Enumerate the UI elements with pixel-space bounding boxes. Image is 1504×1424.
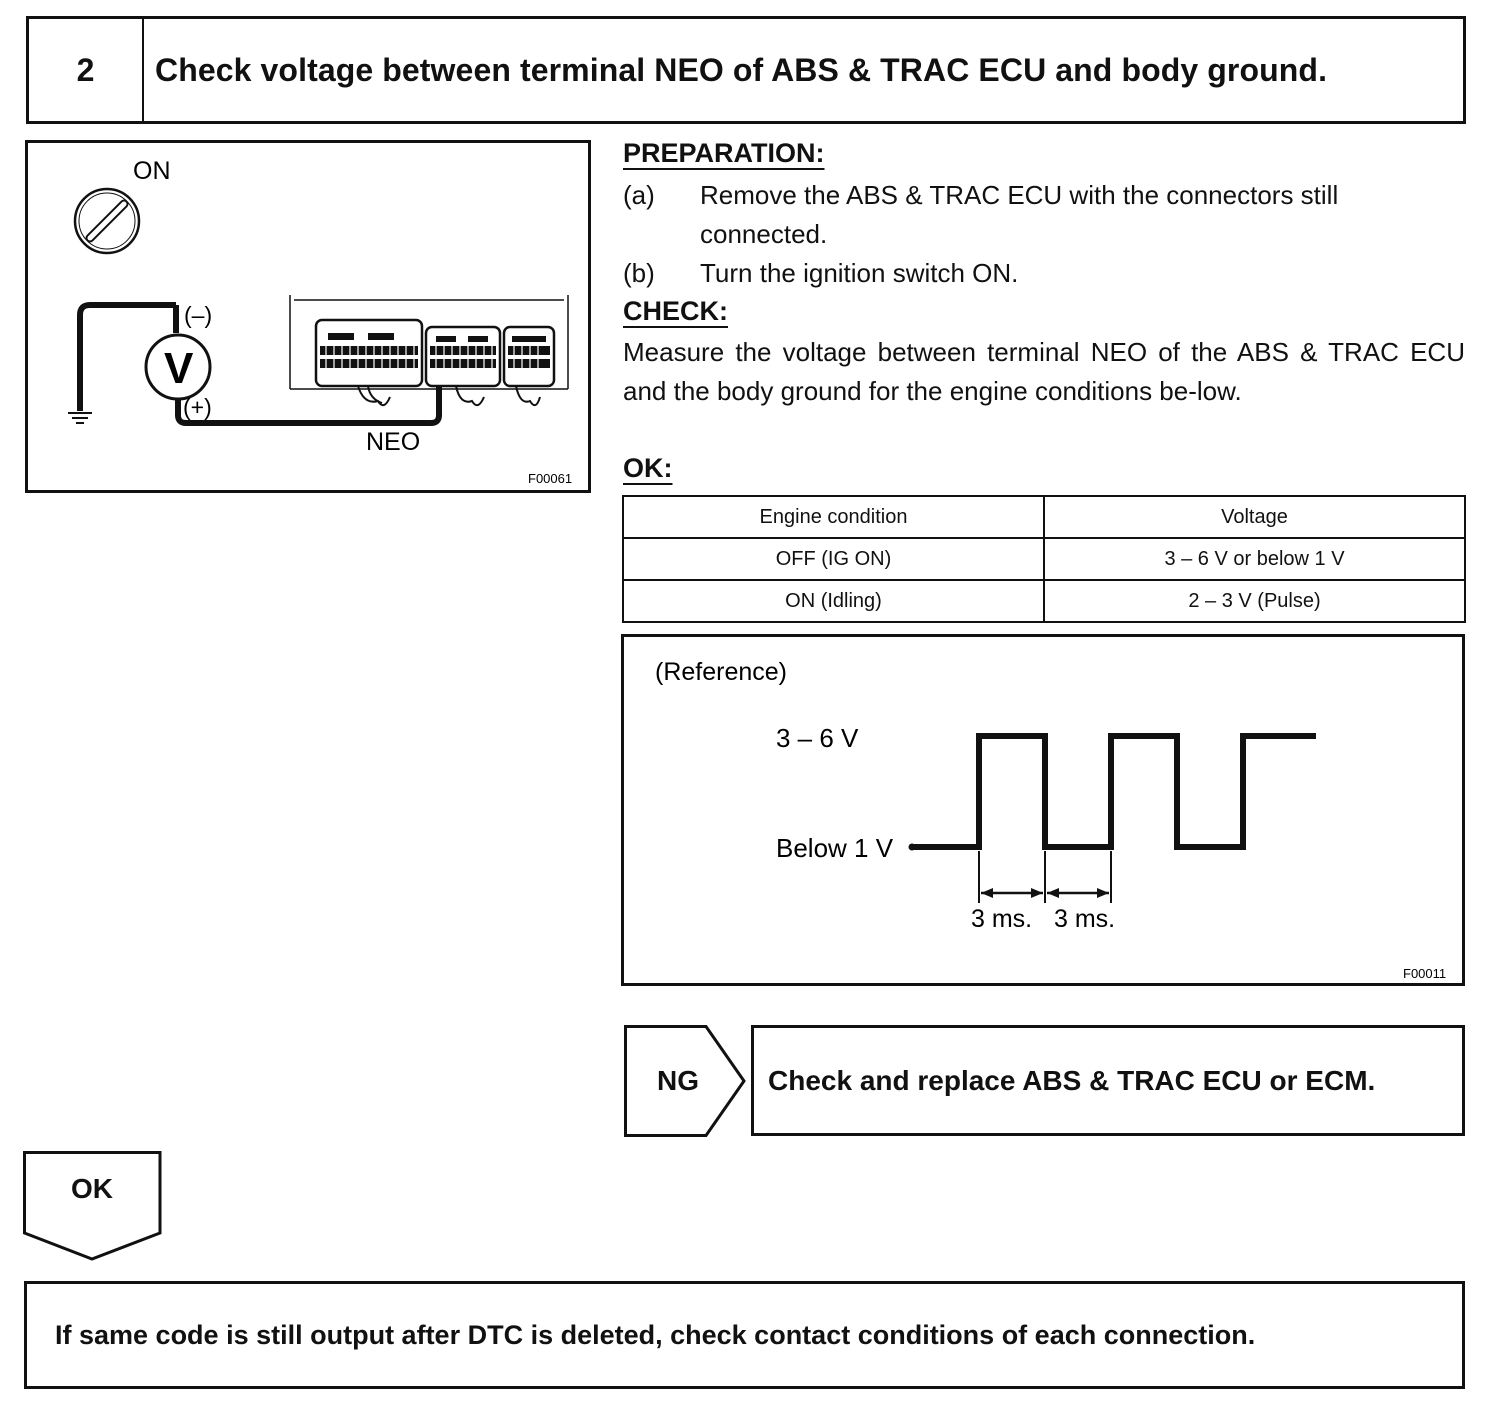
table-cell: 3 – 6 V or below 1 V (1043, 537, 1466, 581)
pulse-waveform (912, 733, 1316, 850)
reference-figure-code: F00011 (1403, 966, 1446, 981)
reference-title: (Reference) (655, 658, 787, 686)
check-text: Measure the voltage between terminal NEO… (623, 337, 1465, 406)
voltmeter-icon: V (144, 333, 212, 401)
table-row: ON (Idling) 2 – 3 V (Pulse) (622, 579, 1466, 623)
wiring-figure-code: F00061 (528, 471, 572, 486)
period-arrowheads (981, 888, 1109, 898)
table-header: Engine condition (622, 495, 1045, 539)
connector-icon (289, 295, 569, 407)
meter-symbol: V (164, 344, 194, 393)
step-title: Check voltage between terminal NEO of AB… (155, 51, 1328, 88)
ok-heading: OK: (623, 453, 673, 483)
ng-result-box: Check and replace ABS & TRAC ECU or ECM. (751, 1025, 1465, 1136)
period-label-2: 3 ms. (1054, 905, 1115, 933)
step-number: 2 (29, 19, 144, 121)
table-header: Voltage (1043, 495, 1466, 539)
table-row: OFF (IG ON) 3 – 6 V or below 1 V (622, 537, 1466, 581)
period-markers (978, 851, 1112, 903)
step-header: 2 Check voltage between terminal NEO of … (26, 16, 1466, 124)
preparation-steps: (a) Remove the ABS & TRAC ECU with the c… (623, 176, 1465, 293)
reference-figure: (Reference) 3 – 6 V Below 1 V 3 ms. 3 ms… (621, 634, 1465, 986)
preparation-heading: PREPARATION: (623, 138, 825, 168)
final-result-box: If same code is still output after DTC i… (24, 1281, 1465, 1389)
ng-arrow-shape (624, 1025, 746, 1137)
terminal-label: NEO (366, 428, 420, 456)
wiring-figure: ON V (–) (+) (25, 140, 591, 493)
ok-tag: OK (23, 1151, 163, 1263)
waveform-diagram: (Reference) 3 – 6 V Below 1 V 3 ms. 3 ms… (655, 658, 1446, 981)
minus-label: (–) (184, 302, 212, 328)
ground-icon (68, 412, 92, 424)
wiring-diagram: ON V (–) (+) (68, 157, 572, 486)
step-b-label: (b) (623, 258, 655, 288)
switch-label: ON (133, 157, 171, 185)
step-a-label: (a) (623, 180, 655, 210)
step-b-text: Turn the ignition switch ON. (700, 258, 1019, 288)
ng-label: NG (657, 1065, 699, 1096)
plus-label: (+) (183, 394, 212, 420)
table-cell: 2 – 3 V (Pulse) (1043, 579, 1466, 623)
high-level-label: 3 – 6 V (776, 723, 859, 753)
ignition-key-icon (73, 187, 141, 255)
preparation-step-a: (a) Remove the ABS & TRAC ECU with the c… (623, 176, 1465, 254)
table-cell: ON (Idling) (622, 579, 1045, 623)
table-header-row: Engine condition Voltage (622, 495, 1466, 539)
low-level-label: Below 1 V (776, 833, 894, 863)
ng-tag: NG (624, 1025, 748, 1137)
ok-arrow-shape (23, 1151, 162, 1261)
ok-label: OK (71, 1173, 113, 1204)
table-cell: OFF (IG ON) (622, 537, 1045, 581)
step-a-text: Remove the ABS & TRAC ECU with the conne… (700, 180, 1339, 249)
preparation-step-b: (b) Turn the ignition switch ON. (623, 254, 1465, 293)
check-heading: CHECK: (623, 296, 728, 326)
ok-spec-table: Engine condition Voltage OFF (IG ON) 3 –… (622, 495, 1466, 623)
period-label-1: 3 ms. (971, 905, 1032, 933)
